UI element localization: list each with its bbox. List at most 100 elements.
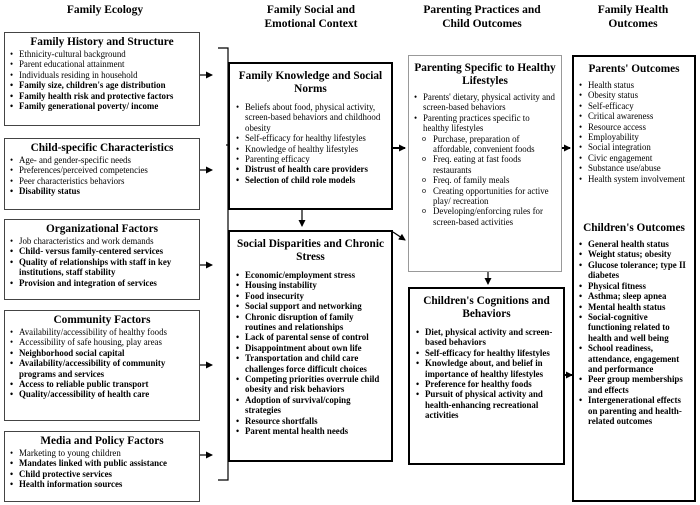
list-item: Social support and networking — [236, 301, 385, 312]
header-family-health-outcomes: Family Health Outcomes — [597, 4, 669, 30]
list-item: Job characteristics and work demands — [10, 236, 194, 247]
list-item: Self-efficacy for healthy lifestyles — [236, 133, 385, 144]
list-item: Ethnicity-cultural background — [10, 49, 194, 60]
list-item: Provision and integration of services — [10, 278, 194, 289]
box-title: Community Factors — [53, 314, 151, 326]
box-family-health-outcomes: Parents' Outcomes Health status Obesity … — [572, 55, 696, 502]
box-community: Community Factors Availability/accessibi… — [4, 310, 200, 421]
list-item: Health system involvement — [579, 174, 689, 185]
list-item: Mental health status — [579, 302, 689, 313]
list-item: Family generational poverty/ income — [10, 101, 194, 112]
list-item: Resource shortfalls — [236, 416, 385, 427]
list-item: Age- and gender-specific needs — [10, 155, 194, 166]
box-family-knowledge: Family Knowledge and Social Norms Belief… — [228, 62, 393, 210]
list-item: Transportation and child care challenges… — [236, 353, 385, 374]
item-list: Beliefs about food, physical activity, s… — [236, 102, 385, 186]
list-item: Knowledge about, and belief in importanc… — [416, 358, 557, 379]
list-item: Economic/employment stress — [236, 270, 385, 281]
list-item: Preferences/perceived competencies — [10, 165, 194, 176]
list-item: Social integration — [579, 142, 689, 153]
list-item: Diet, physical activity and screen-based… — [416, 327, 557, 348]
box-title: Social Disparities and Chronic Stress — [237, 238, 384, 263]
list-item: Access to reliable public transport — [10, 379, 194, 390]
header-parenting-child-outcomes: Parenting Practices and Child Outcomes — [423, 4, 541, 30]
header-social-emotional-context: Family Social and Emotional Context — [264, 4, 358, 30]
list-item: Availability/accessibility of community … — [10, 358, 194, 379]
list-item: Peer characteristics behaviors — [10, 176, 194, 187]
list-subitem: Freq. eating at fast foods restaurants — [414, 154, 556, 175]
list-item: School readiness, attendance, engagement… — [579, 343, 689, 374]
header-family-ecology: Family Ecology — [66, 4, 144, 16]
parents-outcomes-list: Health status Obesity status Self-effica… — [579, 80, 689, 184]
list-item: Health status — [579, 80, 689, 91]
list-item: Housing instability — [236, 280, 385, 291]
box-title: Family History and Structure — [30, 36, 174, 48]
list-item: Weight status; obesity — [579, 249, 689, 260]
list-item: Peer group memberships and effects — [579, 374, 689, 395]
list-item: Health information sources — [10, 479, 194, 490]
list-item: Food insecurity — [236, 291, 385, 302]
arrow-disparities-parenting — [392, 231, 406, 241]
list-item: Selection of child role models — [236, 175, 385, 186]
list-item: Preference for healthy foods — [416, 379, 557, 390]
list-subitem: Freq. of family meals — [414, 175, 556, 186]
list-item: Neighborhood social capital — [10, 348, 194, 359]
list-item: Child protective services — [10, 469, 194, 480]
children-outcomes-title: Children's Outcomes — [583, 222, 685, 235]
list-item: General health status — [579, 239, 689, 250]
list-item: Accessibility of safe housing, play area… — [10, 337, 194, 348]
item-list: Age- and gender-specific needs Preferenc… — [10, 155, 194, 197]
list-item: Distrust of health care providers — [236, 164, 385, 175]
list-item: Civic engagement — [579, 153, 689, 164]
list-subitem: Developing/enforcing rules for screen-ba… — [414, 206, 556, 227]
list-subitem: Creating opportunities for active play/ … — [414, 186, 556, 207]
list-item: Parenting efficacy — [236, 154, 385, 165]
box-title: Parenting Specific to Healthy Lifestyles — [414, 62, 556, 87]
list-item: Competing priorities overrule child obes… — [236, 374, 385, 395]
list-item: Physical fitness — [579, 281, 689, 292]
list-item: Adoption of survival/coping strategies — [236, 395, 385, 416]
box-media-policy: Media and Policy Factors Marketing to yo… — [4, 431, 200, 502]
list-item: Marketing to young children — [10, 448, 194, 459]
list-item: Glucose tolerance; type II diabetes — [579, 260, 689, 281]
box-children-cognitions: Children's Cognitions and Behaviors Diet… — [408, 287, 565, 465]
item-list: Ethnicity-cultural background Parent edu… — [10, 49, 194, 112]
list-item: Family health risk and protective factor… — [10, 91, 194, 102]
box-child-specific: Child-specific Characteristics Age- and … — [4, 138, 200, 210]
list-item: Parenting practices specific to healthy … — [414, 113, 556, 134]
item-list: Job characteristics and work demands Chi… — [10, 236, 194, 288]
list-item: Parent educational attainment — [10, 59, 194, 70]
list-item: Disability status — [10, 186, 194, 197]
item-list: Parents' dietary, physical activity and … — [414, 92, 556, 227]
list-item: Critical awareness — [579, 111, 689, 122]
list-item: Intergenerational effects on parenting a… — [579, 395, 689, 426]
parents-outcomes-title: Parents' Outcomes — [588, 63, 680, 75]
list-item: Obesity status — [579, 90, 689, 101]
list-item: Social-cognitive functioning related to … — [579, 312, 689, 343]
box-title: Media and Policy Factors — [40, 435, 164, 447]
item-list: Availability/accessibility of healthy fo… — [10, 327, 194, 400]
box-social-disparities: Social Disparities and Chronic Stress Ec… — [228, 230, 393, 462]
box-title: Family Knowledge and Social Norms — [238, 70, 383, 95]
list-item: Parent mental health needs — [236, 426, 385, 437]
item-list: Marketing to young children Mandates lin… — [10, 448, 194, 490]
list-item: Mandates linked with public assistance — [10, 458, 194, 469]
list-item: Beliefs about food, physical activity, s… — [236, 102, 385, 133]
list-subitem: Purchase, preparation of affordable, con… — [414, 134, 556, 155]
box-title: Organizational Factors — [45, 223, 158, 235]
list-item: Knowledge of healthy lifestyles — [236, 144, 385, 155]
item-list: Diet, physical activity and screen-based… — [416, 327, 557, 421]
list-item: Lack of parental sense of control — [236, 332, 385, 343]
list-item: Disappointment about own life — [236, 343, 385, 354]
list-item: Pursuit of physical activity and health-… — [416, 389, 557, 420]
box-organizational: Organizational Factors Job characteristi… — [4, 219, 200, 300]
list-item: Substance use/abuse — [579, 163, 689, 174]
box-title: Children's Cognitions and Behaviors — [423, 295, 550, 320]
box-family-history: Family History and Structure Ethnicity-c… — [4, 32, 200, 126]
list-item: Chronic disruption of family routines an… — [236, 312, 385, 333]
list-item: Child- versus family-centered services — [10, 246, 194, 257]
item-list: Economic/employment stress Housing insta… — [236, 270, 385, 437]
list-item: Quality/accessibility of health care — [10, 389, 194, 400]
box-parenting-specific: Parenting Specific to Healthy Lifestyles… — [408, 55, 562, 272]
left-bracket-line — [218, 47, 229, 481]
